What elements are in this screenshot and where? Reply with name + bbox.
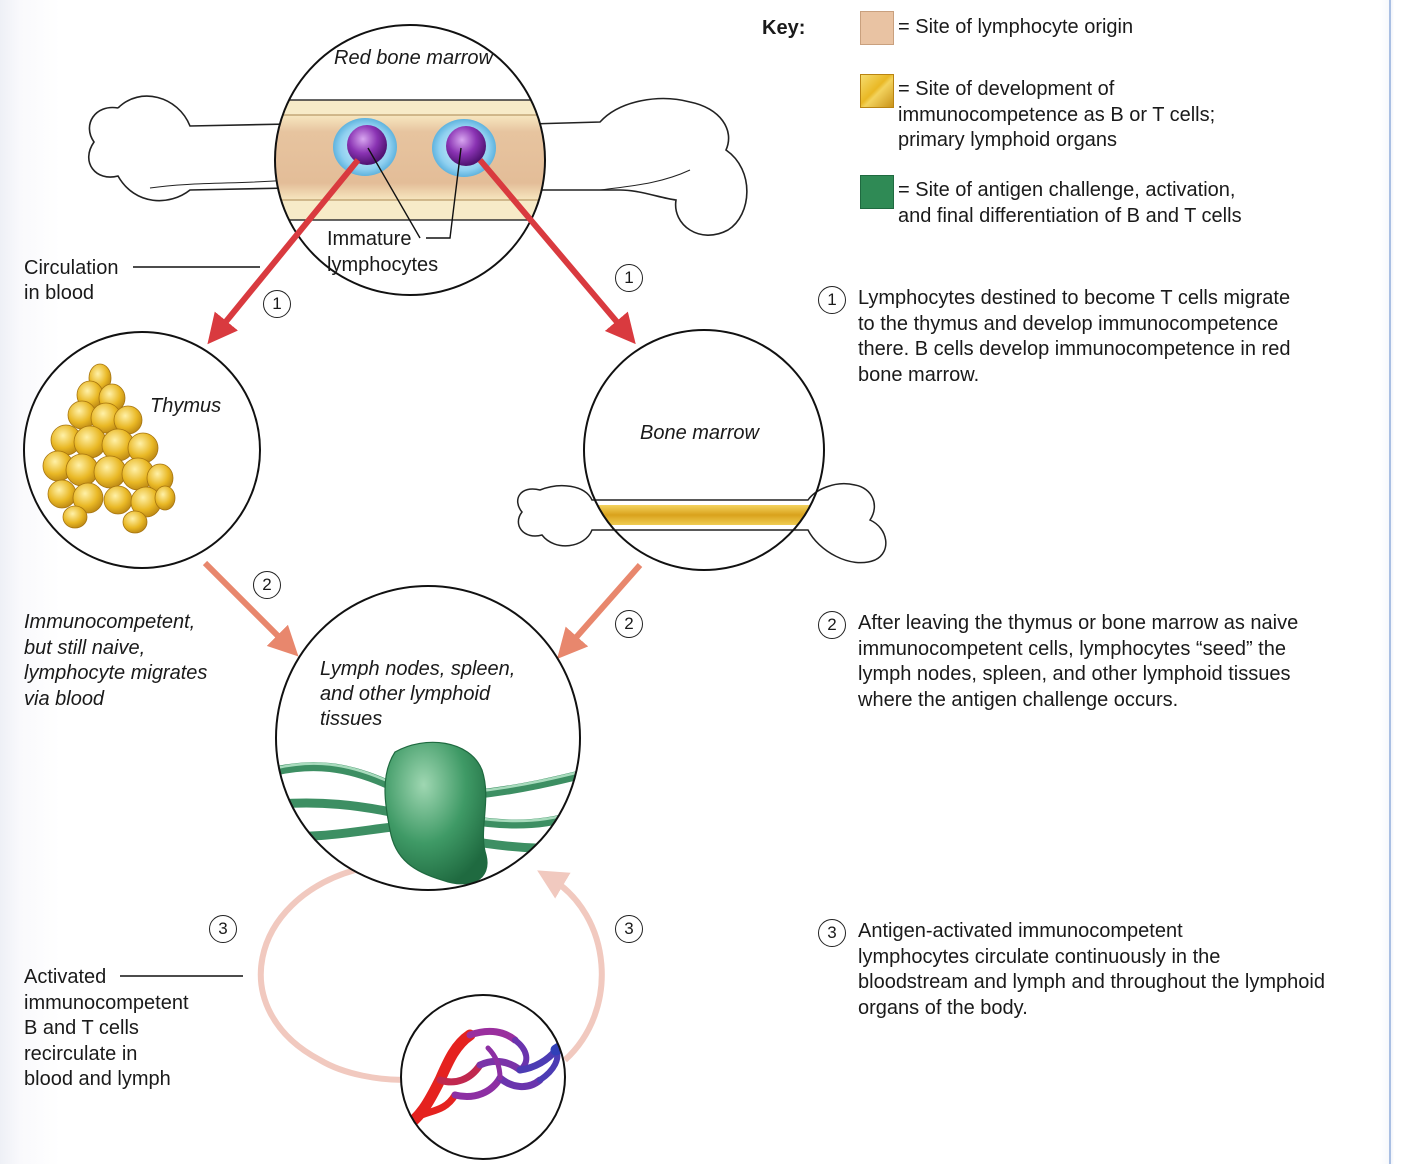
step2-text-badge: 2: [818, 611, 846, 639]
step1-text-badge: 1: [818, 286, 846, 314]
step3-description: Antigen-activated immunocompetent lympho…: [858, 920, 1325, 1019]
immature-lymphocytes-leader: [367, 147, 462, 239]
femur-bone: [88, 95, 748, 236]
step2-badge-left: 2: [253, 571, 281, 599]
right-frame-border: [1389, 0, 1391, 1164]
bone-marrow-label: Bone marrow: [640, 422, 759, 444]
key-text-development: = Site of development of immunocompetenc…: [898, 78, 1216, 151]
step3-badge-left: 3: [209, 915, 237, 943]
step2-description: After leaving the thymus or bone marrow …: [858, 612, 1299, 711]
circulation-label: Circulation in blood: [24, 257, 119, 304]
red-bone-marrow-circle: [274, 24, 546, 296]
bone-marrow-circle: [517, 329, 887, 571]
key-title: Key:: [762, 17, 806, 39]
immature-lymphocytes-label: Immature lymphocytes: [327, 228, 439, 276]
key-swatch-antigen: [860, 175, 894, 209]
thymus-circle: [23, 331, 261, 569]
step1-badge-left: 1: [263, 290, 291, 318]
step2-arrows: [202, 560, 643, 659]
step3-text-badge: 3: [818, 919, 846, 947]
key-text-origin: = Site of lymphocyte origin: [898, 16, 1134, 38]
key-swatch-development: [860, 74, 894, 108]
blood-vessel-circle: [400, 994, 566, 1160]
thymus-organ: [42, 363, 176, 534]
lymphocyte-left: [333, 118, 397, 176]
key-text-antigen: = Site of antigen challenge, activation,…: [898, 179, 1242, 227]
step2-badge-right: 2: [615, 610, 643, 638]
key-swatch-origin: [860, 11, 894, 45]
step1-arrows: [207, 158, 636, 345]
recirculation-loop: [257, 867, 605, 1083]
thymus-label: Thymus: [150, 395, 222, 417]
red-bone-marrow-label: Red bone marrow: [334, 47, 493, 69]
step1-badge-right: 1: [615, 264, 643, 292]
lymph-nodes-label: Lymph nodes, spleen, and other lymphoid …: [320, 658, 516, 730]
step3-badge-right: 3: [615, 915, 643, 943]
step1-description: Lymphocytes destined to become T cells m…: [858, 287, 1291, 386]
activated-cells-label: Activated immunocompetent B and T cells …: [24, 966, 189, 1090]
lymph-node: [384, 741, 488, 885]
naive-lymphocyte-label: Immunocompetent, but still naive, lympho…: [24, 611, 208, 710]
lymph-node-circle: [275, 585, 581, 891]
